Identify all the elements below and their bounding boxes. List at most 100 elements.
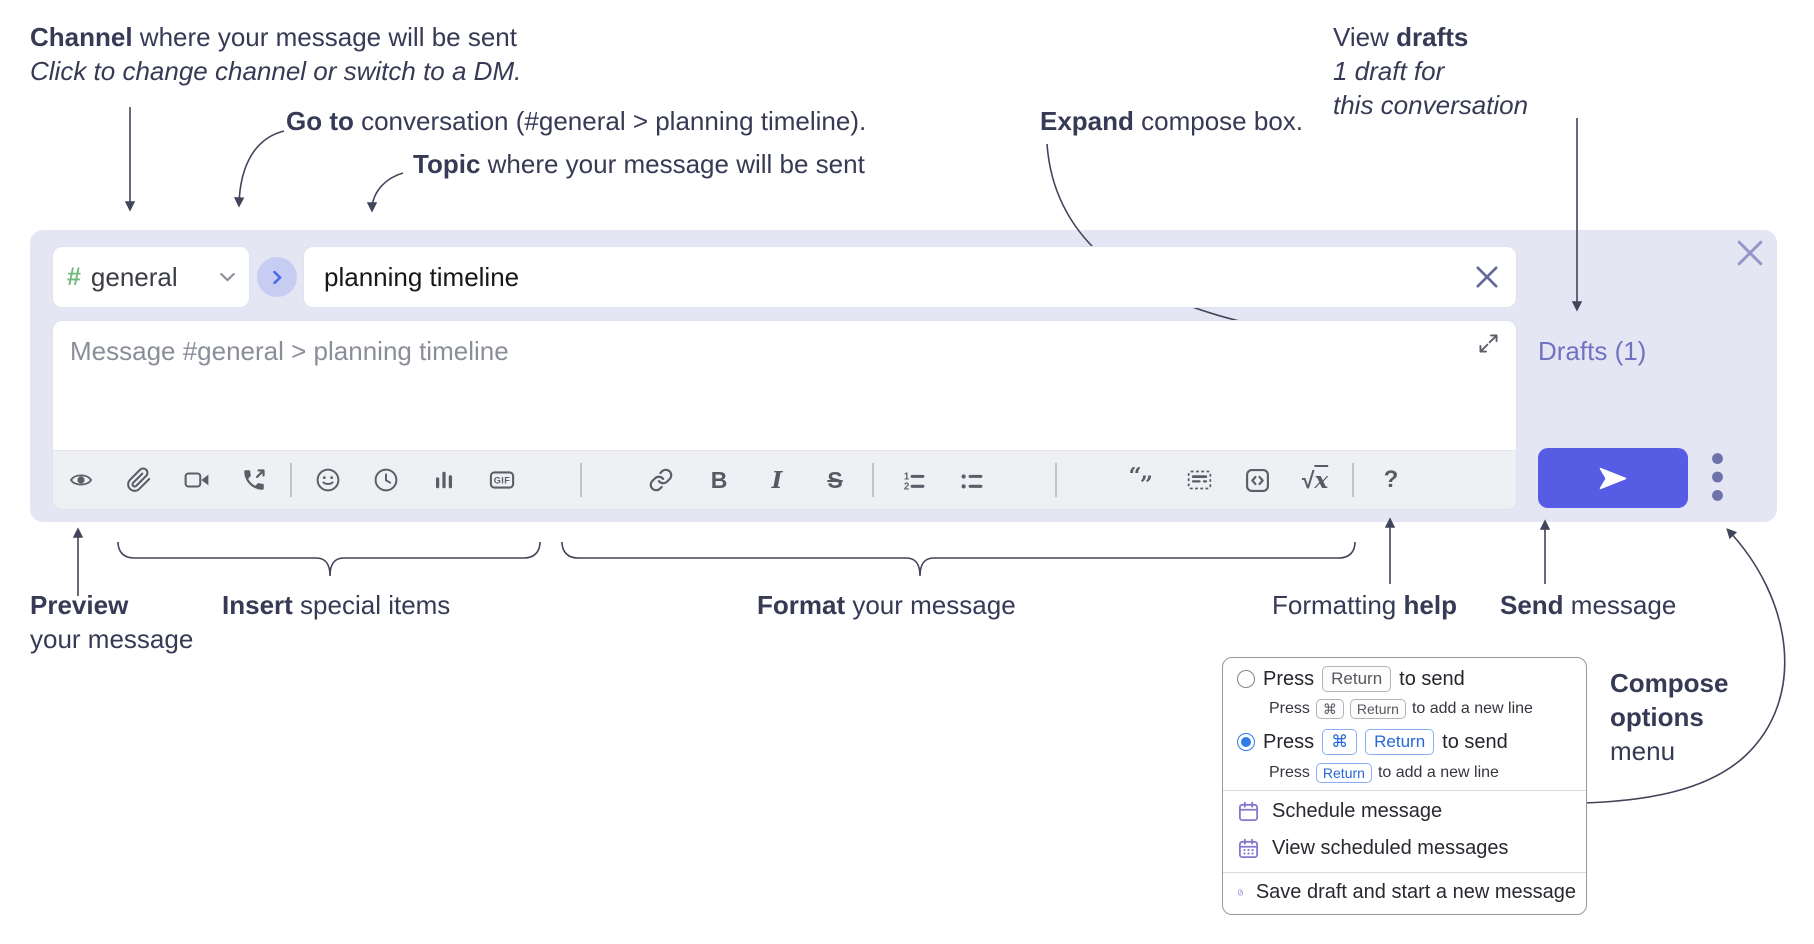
menu-item-schedule-message[interactable]: Schedule message xyxy=(1237,800,1576,823)
option-enter-to-send-sub: Press ⌘ Return to add a new line xyxy=(1269,699,1533,719)
attach-file-button[interactable] xyxy=(117,451,161,509)
drafts-link[interactable]: Drafts (1) xyxy=(1538,336,1647,366)
bulleted-list-button[interactable] xyxy=(949,451,993,509)
annotation-compose-options: Compose options menu xyxy=(1610,668,1729,766)
svg-text:”: ” xyxy=(1140,472,1153,493)
add-gif-button[interactable]: GIF xyxy=(480,451,524,509)
gif-icon: GIF xyxy=(489,471,515,489)
kebab-menu-icon xyxy=(1712,453,1723,501)
toolbar-divider xyxy=(1055,463,1057,497)
spoiler-button[interactable] xyxy=(1177,451,1221,509)
annotation-formatting-help: Formatting help xyxy=(1272,590,1457,620)
phone-call-icon xyxy=(244,469,265,490)
menu-item-view-scheduled[interactable]: View scheduled messages xyxy=(1237,837,1576,860)
channel-selector[interactable]: # general xyxy=(52,246,250,308)
toolbar-divider xyxy=(580,463,582,497)
menu-item-save-draft[interactable]: Save draft and start a new message xyxy=(1237,881,1576,904)
calendar-icon xyxy=(1238,801,1259,822)
message-input-area[interactable]: GIF B I S xyxy=(52,320,1517,510)
svg-text:1: 1 xyxy=(903,471,909,482)
strikethrough-icon: S xyxy=(827,466,843,493)
bar-chart-icon xyxy=(435,471,453,489)
annotation-preview: Preview your message xyxy=(30,590,194,654)
toolbar-divider xyxy=(290,463,292,497)
radio-selected[interactable] xyxy=(1237,733,1255,751)
compose-options-menu-button[interactable] xyxy=(1711,452,1724,502)
chevron-right-icon xyxy=(272,270,281,284)
bold-button[interactable]: B xyxy=(697,451,741,509)
paperclip-icon xyxy=(127,467,151,492)
add-emoji-button[interactable] xyxy=(306,451,350,509)
cmd-key: ⌘ xyxy=(1315,699,1344,719)
strikethrough-button[interactable]: S xyxy=(813,451,857,509)
topic-value: planning timeline xyxy=(324,261,520,292)
smiley-icon xyxy=(316,468,340,492)
annotation-channel: Channel where your message will be sent … xyxy=(30,22,522,86)
eye-icon xyxy=(69,474,93,486)
calendar-scheduled-icon xyxy=(1238,838,1259,859)
bulleted-list-icon xyxy=(960,473,982,488)
popup-divider xyxy=(1223,872,1586,873)
toolbar-divider xyxy=(872,463,874,497)
option-cmd-enter-to-send-sub: Press Return to add a new line xyxy=(1269,763,1499,783)
cmd-key: ⌘ xyxy=(1322,729,1358,755)
annotation-topic: Topic where your message will be sent xyxy=(413,149,865,179)
send-icon xyxy=(1599,467,1627,489)
add-voice-call-button[interactable] xyxy=(232,451,276,509)
annotation-go-to: Go to conversation (#general > planning … xyxy=(286,106,867,136)
clock-icon xyxy=(374,468,398,492)
code-button[interactable] xyxy=(1235,451,1279,509)
add-poll-button[interactable] xyxy=(422,451,466,509)
save-draft-icon xyxy=(1238,889,1243,896)
go-to-conversation-button[interactable] xyxy=(257,257,297,297)
formatting-help-button[interactable]: ? xyxy=(1369,451,1413,509)
radio-unselected[interactable] xyxy=(1237,670,1255,688)
svg-text:“: “ xyxy=(1129,467,1142,489)
time-icon-button[interactable] xyxy=(364,451,408,509)
message-placeholder: Message #general > planning timeline xyxy=(70,336,509,366)
toolbar-divider xyxy=(1352,463,1354,497)
link-icon xyxy=(649,468,673,492)
quote-icon: “ ” xyxy=(1129,467,1153,493)
preview-button[interactable] xyxy=(59,451,103,509)
code-icon xyxy=(1245,468,1269,492)
numbered-list-icon: 1 2 xyxy=(903,471,924,492)
option-cmd-enter-to-send[interactable]: Press ⌘ Return to send xyxy=(1237,729,1576,755)
expand-compose-button[interactable] xyxy=(1477,332,1500,355)
insert-link-button[interactable] xyxy=(639,451,683,509)
return-key: Return xyxy=(1315,763,1372,783)
return-key: Return xyxy=(1322,666,1392,692)
compose-options-popup: Press Return to send Press ⌘ Return to a… xyxy=(1222,657,1587,915)
channel-name: general xyxy=(90,261,178,292)
popup-divider xyxy=(1223,790,1586,791)
spoiler-icon xyxy=(1187,470,1211,490)
svg-text:2: 2 xyxy=(903,481,908,492)
math-icon: √x xyxy=(1301,466,1329,494)
return-key: Return xyxy=(1365,729,1435,755)
close-icon xyxy=(1737,240,1763,266)
annotation-insert: Insert special items xyxy=(222,590,451,620)
svg-text:GIF: GIF xyxy=(494,476,510,486)
video-camera-icon xyxy=(184,472,209,488)
clear-topic-icon[interactable] xyxy=(1476,266,1498,288)
add-video-call-button[interactable] xyxy=(175,451,219,509)
math-button[interactable]: √x xyxy=(1293,451,1337,509)
topic-input[interactable]: planning timeline xyxy=(303,246,1517,308)
chevron-down-icon xyxy=(220,272,235,281)
quote-button[interactable]: “ ” xyxy=(1119,451,1163,509)
question-mark-icon: ? xyxy=(1383,466,1399,493)
return-key: Return xyxy=(1349,699,1406,719)
annotation-format: Format your message xyxy=(757,590,1016,620)
italic-button[interactable]: I xyxy=(755,451,799,509)
send-button[interactable] xyxy=(1538,448,1688,508)
expand-icon xyxy=(1479,334,1498,353)
annotation-expand: Expand compose box. xyxy=(1040,106,1304,136)
numbered-list-button[interactable]: 1 2 xyxy=(891,451,935,509)
compose-toolbar: GIF B I S xyxy=(53,450,1516,509)
option-enter-to-send[interactable]: Press Return to send xyxy=(1237,666,1576,692)
close-compose-button[interactable] xyxy=(1737,240,1763,266)
annotation-send: Send message xyxy=(1500,590,1677,620)
bold-icon: B xyxy=(710,466,728,493)
annotation-view-drafts: View drafts 1 draft for this conversatio… xyxy=(1333,22,1529,120)
